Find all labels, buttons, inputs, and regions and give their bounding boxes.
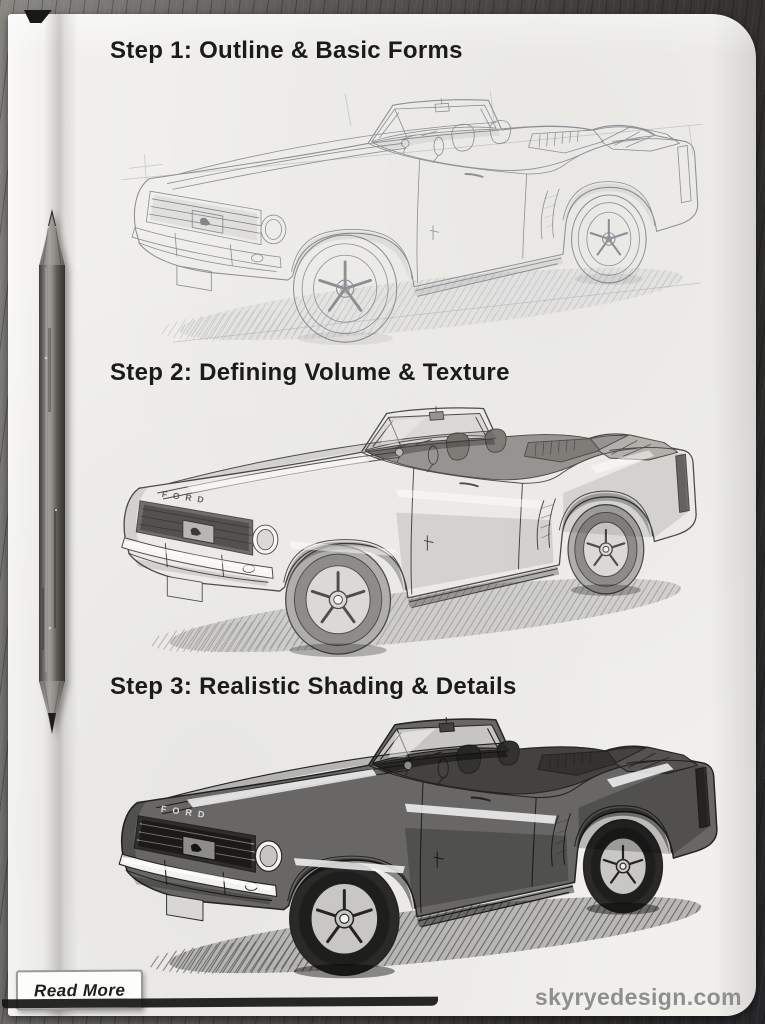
pencil-image bbox=[39, 209, 65, 734]
car-sketch-step-3 bbox=[106, 709, 724, 980]
watermark-text: skyryedesign.com bbox=[534, 984, 742, 1011]
car-sketch-step-2 bbox=[109, 398, 703, 658]
step-3-heading: Step 3: Realistic Shading & Details bbox=[110, 673, 517, 700]
binding-notch bbox=[24, 10, 52, 23]
car-sketch-step-1 bbox=[120, 90, 704, 346]
step-2-heading: Step 2: Defining Volume & Texture bbox=[110, 359, 510, 386]
sketchbook-page: Step 1: Outline & Basic Forms Step 2: De… bbox=[8, 10, 756, 1016]
step-1-heading: Step 1: Outline & Basic Forms bbox=[110, 37, 463, 64]
